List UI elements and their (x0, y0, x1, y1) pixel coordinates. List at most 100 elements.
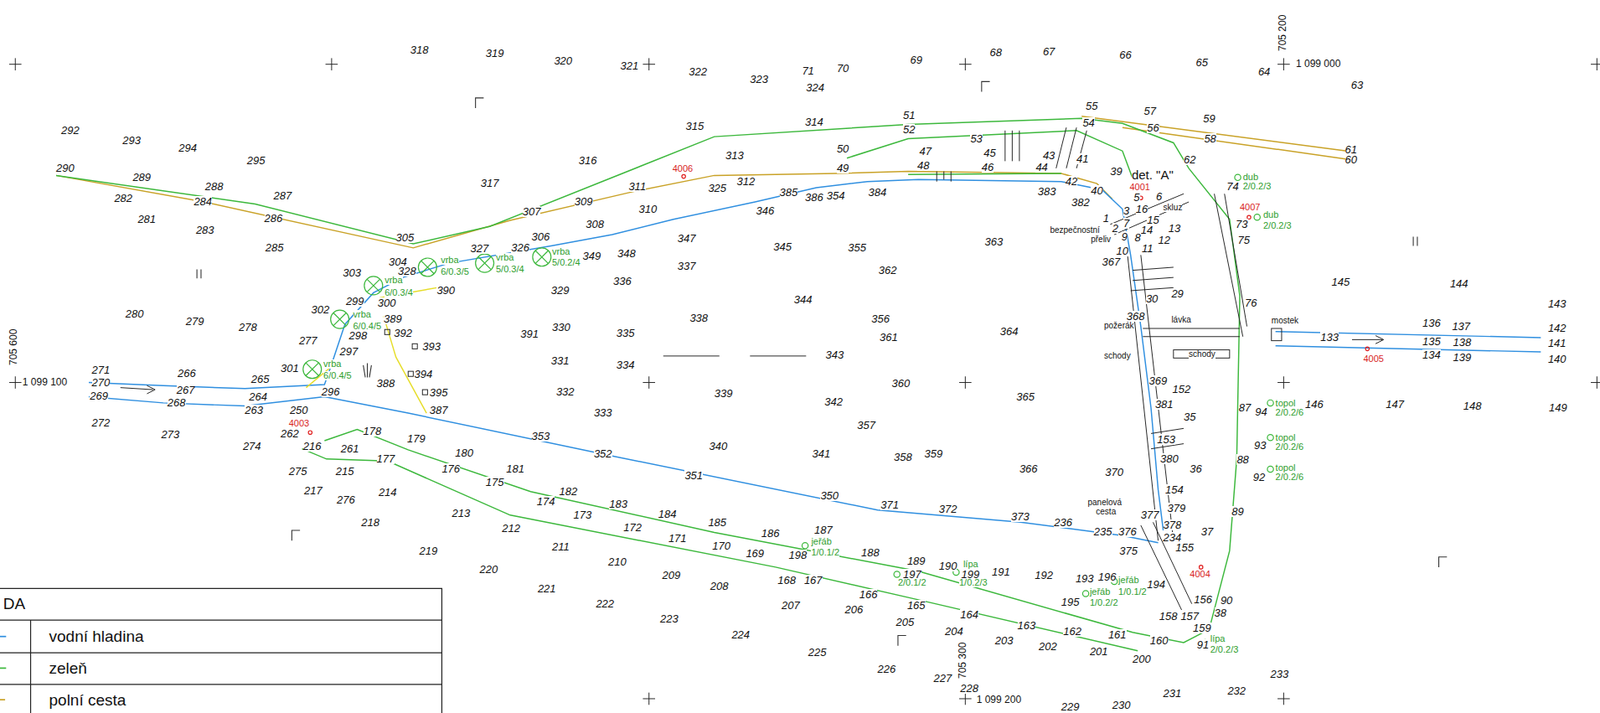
point-number: 316 (578, 154, 598, 166)
point-number: 315 (686, 120, 705, 132)
point-number: 68 (990, 46, 1002, 58)
point-number: 377 (1140, 509, 1160, 521)
control-points (308, 174, 1369, 569)
point-number: 94 (1254, 406, 1267, 418)
point-number: 333 (593, 407, 613, 419)
point-number: 277 (299, 335, 318, 346)
tree-note: jeřáb (1089, 587, 1110, 597)
point-number: 385 (779, 186, 799, 198)
point-number: 5 (1133, 191, 1140, 203)
point-number: 46 (981, 161, 994, 173)
point-number: 133 (1320, 331, 1339, 343)
point-number: 143 (1548, 298, 1567, 310)
channel (1127, 193, 1248, 541)
point-number: 379 (1167, 502, 1187, 514)
point-number: 387 (429, 404, 449, 416)
point-number: 384 (868, 186, 888, 198)
point-number: 191 (991, 566, 1011, 578)
point-number: 394 (414, 368, 434, 380)
tree-note: topol (1275, 398, 1296, 408)
tree-note: 2/0.2/6 (1275, 442, 1305, 452)
point-number: 147 (1385, 398, 1404, 410)
point-number: 173 (573, 509, 593, 521)
point-square (422, 389, 428, 395)
point-number: 185 (707, 516, 727, 528)
point-number: 390 (436, 284, 455, 296)
point-number: 321 (620, 60, 640, 72)
point-number: 203 (995, 634, 1014, 646)
point-number: 375 (1119, 545, 1138, 557)
point-number: 145 (1331, 276, 1351, 288)
point-number: 287 (273, 190, 293, 202)
point-number: 204 (944, 625, 964, 637)
point-number: 15 (1146, 214, 1159, 226)
point-number: 334 (616, 359, 635, 371)
point-number: 90 (1220, 594, 1233, 606)
point-number: 71 (801, 65, 814, 77)
point-number: 359 (924, 448, 944, 460)
object-label: skluz (1163, 203, 1183, 212)
object-label: schody (1104, 351, 1131, 361)
point-number: 285 (265, 242, 284, 253)
point-number: 1 (1103, 212, 1110, 224)
point-number: 368 (1126, 310, 1146, 322)
control-point (308, 430, 312, 434)
point-number: 229 (1061, 701, 1080, 713)
object-label: přeliv (1090, 235, 1111, 244)
point-number: 216 (303, 440, 322, 452)
point-number: 63 (1351, 79, 1363, 91)
point-number: 163 (1017, 619, 1037, 631)
tree-symbol (1267, 465, 1274, 472)
point-number: 182 (559, 485, 579, 497)
point-number: 51 (903, 109, 915, 121)
point-number: 235 (1094, 526, 1113, 537)
tree-symbol (1234, 174, 1241, 181)
point-number: 214 (378, 486, 398, 498)
object-label: mostek (1271, 316, 1299, 326)
point-number: 295 (247, 154, 266, 166)
point-number: 336 (613, 275, 632, 287)
point-number: 149 (1548, 402, 1568, 413)
point-number: 288 (205, 180, 224, 192)
point-number: 137 (1451, 320, 1471, 332)
point-number: 139 (1453, 351, 1472, 363)
panel-road (1140, 521, 1193, 610)
point-number: 172 (623, 521, 642, 533)
point-number: 344 (794, 294, 813, 305)
point-number: 135 (1422, 335, 1441, 347)
point-number: 225 (808, 646, 827, 658)
point-number: 273 (161, 428, 181, 440)
point-number: 183 (609, 498, 628, 510)
point-number: 301 (280, 362, 300, 374)
point-number: 236 (1053, 516, 1073, 528)
tree-note: 6/0.4/5 (323, 371, 352, 381)
point-number: 207 (781, 599, 800, 611)
tree-note: 2/0.2/3 (1263, 221, 1292, 231)
point-number: 341 (812, 448, 831, 460)
point-number: 69 (910, 54, 923, 66)
point-number: 177 (376, 453, 396, 465)
control-point (681, 174, 686, 178)
point-number: 327 (470, 242, 490, 254)
tree-note: topol (1275, 463, 1296, 473)
point-number: 164 (960, 609, 979, 620)
point-number: 329 (551, 284, 570, 296)
point-number: 346 (756, 205, 775, 217)
point-number: 289 (132, 171, 151, 183)
point-number: 196 (1098, 571, 1117, 583)
tree-note: 2/0.2/6 (1275, 407, 1305, 418)
point-number: 234 (1163, 531, 1182, 543)
point-number: 332 (556, 386, 575, 398)
point-number: 70 (836, 62, 849, 74)
point-number: 75 (1238, 234, 1250, 246)
point-number: 42 (1065, 175, 1078, 187)
point-number: 193 (1075, 572, 1095, 584)
tree-note: 1/0.2/3 (959, 578, 988, 588)
point-number: 93 (1254, 439, 1266, 451)
point-number: 35 (1183, 411, 1196, 423)
tree-note: 5/0.2/4 (552, 258, 581, 268)
tree-symbol (801, 542, 808, 549)
point-number: 338 (689, 312, 708, 324)
point-number: 339 (714, 387, 733, 399)
coordinate-label: 705 600 (8, 329, 19, 366)
